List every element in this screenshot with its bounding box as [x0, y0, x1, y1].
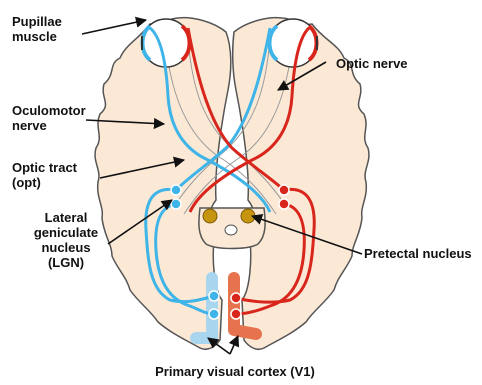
left-eye — [142, 19, 190, 67]
arrow-pupillae-muscle — [82, 20, 146, 34]
label-primary-visual-cortex: Primary visual cortex (V1) — [120, 364, 350, 379]
label-optic-tract: Optic tract (opt) — [12, 160, 77, 190]
pretectal-nucleus-left — [203, 209, 217, 223]
label-optic-nerve: Optic nerve — [336, 56, 408, 71]
label-oculomotor-nerve: Oculomotor nerve — [12, 103, 86, 133]
label-pretectal-nucleus: Pretectal nucleus — [364, 246, 472, 261]
right-eye — [269, 19, 317, 67]
label-lgn: Lateral geniculate nucleus (LGN) — [20, 210, 112, 270]
label-pupillae-muscle: Pupillae muscle — [12, 14, 62, 44]
arrow-v1-right — [230, 336, 238, 354]
cerebral-aqueduct — [225, 225, 237, 235]
